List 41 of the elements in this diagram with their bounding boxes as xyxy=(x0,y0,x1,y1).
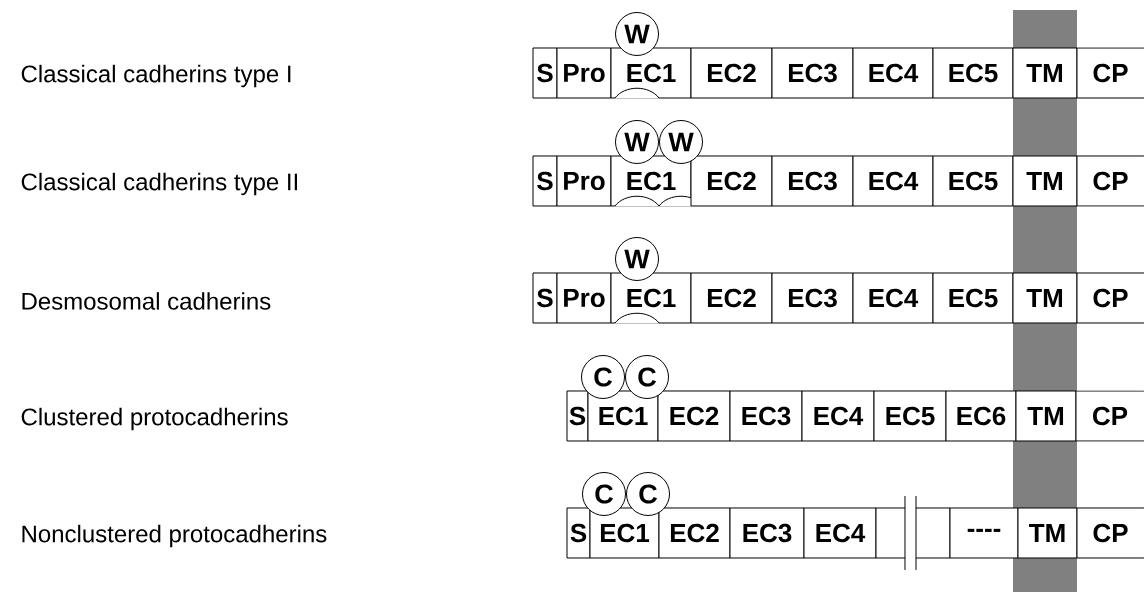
row-label: Desmosomal cadherins xyxy=(22,292,271,310)
row-label: Clustered protocadherins xyxy=(21,407,288,431)
row-label: Nonclustered protocadherins xyxy=(22,524,327,548)
domain-box: EC3 xyxy=(729,390,803,442)
domain-box: EC3 xyxy=(771,47,854,99)
domain-box: EC5 xyxy=(932,155,1014,207)
domain-box: EC3 xyxy=(771,155,854,207)
domain-box: EC2 xyxy=(690,272,773,324)
domain-box: EC2 xyxy=(658,507,731,559)
domain-box: TM xyxy=(1012,155,1078,207)
domain-box: EC4 xyxy=(852,155,934,207)
domain-box: S xyxy=(532,155,558,207)
row-label: Classical cadherins type I xyxy=(21,64,291,88)
domain-box: CP xyxy=(1076,47,1144,99)
domain-box: EC6 xyxy=(945,390,1017,442)
domain-box: CP xyxy=(1076,272,1144,324)
row-label: Classical cadherins type II xyxy=(21,172,297,196)
domain-box: EC4 xyxy=(852,47,934,99)
domain-box: EC4 xyxy=(801,390,875,442)
domain-box: ---- xyxy=(949,507,1019,559)
domain-box: EC4 xyxy=(852,272,934,324)
domain-box: EC5 xyxy=(932,47,1014,99)
domain-box: EC2 xyxy=(690,47,773,99)
domain-box: EC3 xyxy=(771,272,854,324)
domain-box: EC3 xyxy=(729,507,805,559)
domain-box: CP xyxy=(1076,507,1144,559)
domain-box: TM xyxy=(1012,272,1078,324)
domain-box: TM xyxy=(1017,507,1078,559)
domain-box: S xyxy=(532,272,558,324)
domain-box: EC5 xyxy=(873,390,947,442)
domain-box: CP xyxy=(1076,155,1144,207)
domain-box: S xyxy=(532,47,558,99)
empty-domain-box xyxy=(875,507,906,559)
domain-box: CP xyxy=(1075,390,1144,442)
domain-box: S xyxy=(566,507,591,559)
domain-box: TM xyxy=(1012,47,1078,99)
domain-box: EC2 xyxy=(690,155,773,207)
domain-box: TM xyxy=(1015,390,1077,442)
domain-box: EC5 xyxy=(932,272,1014,324)
domain-box: S xyxy=(566,390,589,442)
domain-box: EC2 xyxy=(657,390,731,442)
